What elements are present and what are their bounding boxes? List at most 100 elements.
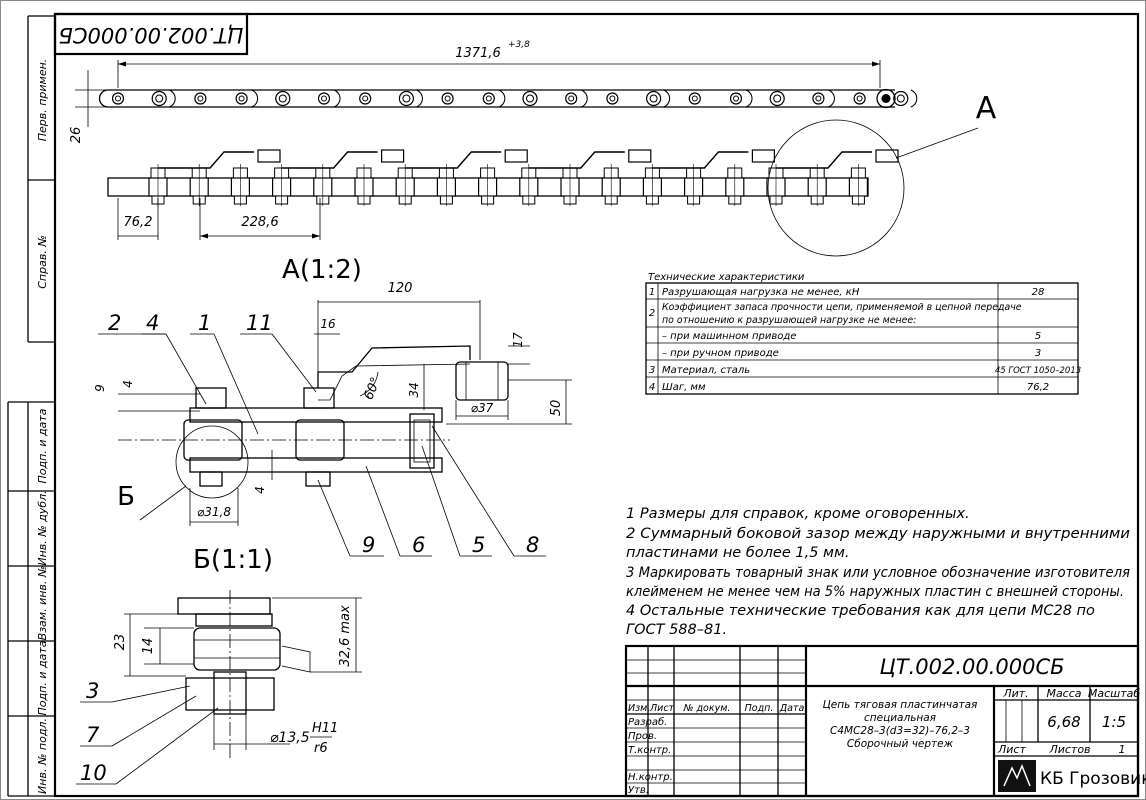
detail-a-positions: 2 4 1 11 9 6 5 8 xyxy=(98,311,546,557)
side-label: Взам. инв. № xyxy=(36,566,49,641)
chain-pin xyxy=(645,89,671,108)
detail-a-callout: А xyxy=(976,91,997,126)
chain-roller xyxy=(272,164,292,206)
position-6: 6 xyxy=(412,533,425,557)
position-11: 11 xyxy=(246,311,273,335)
dim-dia318: ⌀31,8 xyxy=(197,505,231,519)
note-line: пластинами не более 1,5 мм. xyxy=(626,545,850,561)
side-label: Подп. и дата xyxy=(36,640,49,715)
dim-9: 9 xyxy=(93,384,107,392)
pitch-dim: 76,2 xyxy=(124,215,153,230)
chain-roller xyxy=(313,164,333,206)
spec-name: – при машинном приводе xyxy=(662,331,796,342)
chain-pin xyxy=(235,89,259,108)
technical-notes: 1 Размеры для справок, кроме оговоренных… xyxy=(626,506,1130,638)
chain-pin xyxy=(317,89,341,108)
dim-4a: 4 xyxy=(121,380,135,388)
dim-23: 23 xyxy=(113,634,128,651)
dim-4b: 4 xyxy=(253,486,267,494)
spec-name: по отношению к разрушающей нагрузке не м… xyxy=(662,315,916,326)
dim-dia37: ⌀37 xyxy=(471,401,494,415)
position-7: 7 xyxy=(86,723,100,747)
note-line: 2 Суммарный боковой зазор между наружным… xyxy=(626,526,1130,542)
chain-pin xyxy=(482,89,506,108)
chain-top-view xyxy=(98,88,918,109)
detail-a-view: А(1:2) Б xyxy=(117,255,509,521)
scale-label: Масштаб xyxy=(1088,687,1140,700)
position-9: 9 xyxy=(362,533,375,557)
title-block: Изм. Лист № докум. Подп. Дата Разраб. Пр… xyxy=(624,644,1146,798)
fit-diameter: ⌀13,5 xyxy=(270,730,310,746)
spacing-dim: 228,6 xyxy=(241,215,278,230)
spec-value: 76,2 xyxy=(1027,382,1049,393)
mirrored-designation-box: ЦТ.002.00.000СБ xyxy=(53,12,249,56)
dim-17: 17 xyxy=(511,332,525,348)
note-line: 1 Размеры для справок, кроме оговоренных… xyxy=(626,506,970,522)
chain-roller xyxy=(354,164,374,206)
position-3: 3 xyxy=(86,679,99,703)
detail-b-dimensions: 23 14 32,6 max ⌀13,5 H11 r6 xyxy=(113,597,362,756)
spec-value: 28 xyxy=(1032,287,1045,298)
dim-16: 16 xyxy=(320,317,336,331)
drawing-name: специальная xyxy=(864,712,936,724)
chain-roller xyxy=(683,164,704,206)
spec-num: 2 xyxy=(649,308,655,319)
dim-326max: 32,6 max xyxy=(338,605,353,667)
side-labels: Перв. примен. Справ. № Подп. и дата Инв.… xyxy=(36,59,49,794)
drawing-name: Цепь тяговая пластинчатая xyxy=(823,699,978,711)
chain-roller xyxy=(601,164,621,206)
side-label: Справ. № xyxy=(36,235,49,289)
col-doc: № докум. xyxy=(683,703,731,714)
chain-pin xyxy=(769,90,785,107)
role-tkontr: Т.контр. xyxy=(628,745,671,756)
spec-name: Материал, сталь xyxy=(662,365,750,376)
role-utv: Утв. xyxy=(628,785,649,796)
note-line: 3 Маркировать товарный знак или условное… xyxy=(626,565,1130,581)
chain-pin xyxy=(606,92,619,105)
chain-pin xyxy=(275,90,291,107)
chain-attachment xyxy=(652,149,776,169)
spec-value: 45 ГОСТ 1050–2013 xyxy=(995,366,1081,376)
chain-roller xyxy=(436,164,456,206)
chain-roller xyxy=(807,164,827,206)
side-label: Перв. примен. xyxy=(36,59,49,142)
drawing-name: Сборочный чертеж xyxy=(847,738,954,750)
chain-pin xyxy=(729,89,753,108)
scale-value: 1:5 xyxy=(1102,713,1126,731)
detail-b-view: Б(1:1) xyxy=(177,545,311,760)
chain-roller xyxy=(642,164,663,206)
chain-roller xyxy=(766,164,786,206)
overall-length-tol: +3,8 xyxy=(508,40,530,50)
fit-lower: r6 xyxy=(314,741,328,756)
side-label: Инв. № дубл. xyxy=(36,490,49,565)
chain-pin xyxy=(893,89,918,108)
position-5: 5 xyxy=(472,533,485,557)
chain-roller xyxy=(519,164,539,206)
chain-roller xyxy=(560,164,580,206)
spec-table: Технические характеристики 1 Разрушающая… xyxy=(645,272,1081,395)
chain-roller xyxy=(478,164,498,206)
note-line: клейменем не менее чем на 5% наружных пл… xyxy=(626,584,1124,600)
spec-num: 1 xyxy=(649,287,655,298)
spec-name: Разрушающая нагрузка не менее, кН xyxy=(662,287,860,298)
role-nkontr: Н.контр. xyxy=(628,772,673,783)
chain-roller xyxy=(848,164,869,206)
role-prov: Пров. xyxy=(628,731,657,742)
chain-roller xyxy=(189,164,209,206)
chain-attachment xyxy=(405,149,528,169)
chain-attachment xyxy=(528,149,652,169)
sheets-value: 1 xyxy=(1119,743,1126,756)
side-view-dimensions: 76,2 228,6 xyxy=(117,198,321,240)
chain-roller xyxy=(230,164,250,206)
spec-value: 3 xyxy=(1035,348,1041,359)
mass-value: 6,68 xyxy=(1047,713,1080,731)
spec-num: 4 xyxy=(649,382,655,393)
detail-a-circle xyxy=(767,119,905,257)
note-line: ГОСТ 588–81. xyxy=(626,622,727,638)
chain-attachment xyxy=(281,149,405,169)
position-2: 2 xyxy=(108,311,121,335)
section-b-callout: Б xyxy=(117,482,135,512)
detail-b-title: Б(1:1) xyxy=(193,545,273,575)
dim-120: 120 xyxy=(388,281,413,296)
detail-a-dimensions: 120 16 9 4 4 60° 17 34 50 ⌀37 ⌀31,8 xyxy=(93,281,572,526)
